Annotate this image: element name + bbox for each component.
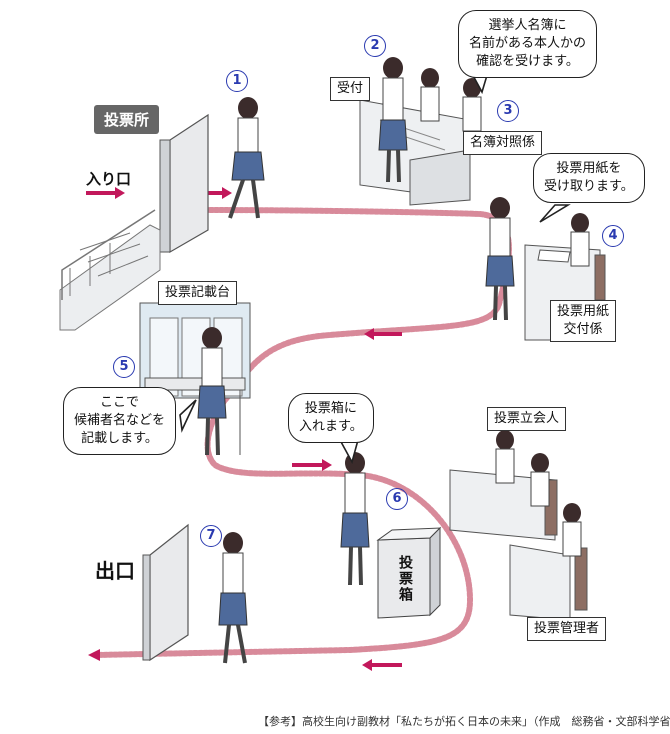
ballot-box-label: 投票箱 xyxy=(397,555,413,603)
ballot-issuer-line1: 投票用紙 xyxy=(557,304,610,319)
polling-station-label: 投票所 xyxy=(94,105,160,134)
writing-booth xyxy=(139,302,251,455)
bubble-tail xyxy=(539,204,571,223)
bubble-insert-line: 入れます。 xyxy=(299,419,363,434)
reception-desk xyxy=(359,99,471,206)
step-number-4: 4 xyxy=(602,225,624,247)
ballot-issuer-line2: 交付係 xyxy=(563,322,603,337)
manager-figure xyxy=(562,503,582,557)
bubble-write-line: 記載します。 xyxy=(81,431,158,446)
observer-label: 投票立会人 xyxy=(487,407,567,431)
bubble-write-line: 候補者名などを xyxy=(74,413,166,428)
step-number-3: 3 xyxy=(497,100,519,122)
bubble-confirm: 選挙人名簿に 名前がある本人かの 確認を受けます。 xyxy=(458,10,598,78)
entrance-label: 入り口 xyxy=(86,170,132,188)
step-number-6: 6 xyxy=(386,488,408,510)
exit-arrow xyxy=(88,649,100,661)
step-number-1: 1 xyxy=(226,70,248,92)
entrance-stairs xyxy=(59,209,161,331)
step-number-2: 2 xyxy=(364,35,386,57)
bubble-tail xyxy=(179,399,197,433)
manager-desk xyxy=(509,544,588,621)
source-footer: 【参考】高校生向け副教材「私たちが拓く日本の未来」（作成 総務省・文部科学省） xyxy=(258,715,670,728)
student-figure-1 xyxy=(228,97,265,219)
bubble-receive-line: 投票用紙を xyxy=(556,161,622,176)
bubble-write-line: ここで xyxy=(100,395,140,410)
observer-figure xyxy=(530,453,550,507)
reception-label: 受付 xyxy=(330,77,371,101)
bubble-insert: 投票箱に 入れます。 xyxy=(288,393,374,443)
bubble-insert-line: 投票箱に xyxy=(304,401,357,416)
student-figure-7 xyxy=(218,532,248,664)
bubble-confirm-line: 名前がある本人かの xyxy=(469,36,587,51)
entrance-door xyxy=(159,113,209,254)
direction-arrow xyxy=(364,328,402,340)
staff-figure-roll xyxy=(420,68,440,122)
bubble-receive-line: 受け取ります。 xyxy=(544,179,634,194)
ballot-box xyxy=(376,526,442,619)
bubble-receive: 投票用紙を 受け取ります。 xyxy=(533,153,645,203)
staff-figure-issuer xyxy=(570,213,590,267)
direction-arrow xyxy=(292,459,332,471)
student-figure-4 xyxy=(485,197,515,321)
step-number-7: 7 xyxy=(200,525,222,547)
observer-figure xyxy=(495,430,515,484)
box-manager-label: 投票管理者 xyxy=(527,617,607,641)
student-figure-5 xyxy=(197,327,227,456)
step-number-5: 5 xyxy=(113,356,135,378)
direction-arrow xyxy=(86,187,125,199)
bubble-write: ここで 候補者名などを 記載します。 xyxy=(63,387,177,455)
direction-arrow xyxy=(362,659,402,671)
ballot-issuer-label: 投票用紙 交付係 xyxy=(550,300,617,342)
bubble-confirm-line: 確認を受けます。 xyxy=(476,54,579,69)
roll-checker-label: 名簿対照係 xyxy=(463,131,543,155)
exit-door xyxy=(142,523,189,662)
exit-label: 出口 xyxy=(95,559,135,583)
writing-desk-label: 投票記載台 xyxy=(158,281,238,305)
bubble-confirm-line: 選挙人名簿に xyxy=(488,18,567,33)
student-figure-2 xyxy=(378,57,408,183)
